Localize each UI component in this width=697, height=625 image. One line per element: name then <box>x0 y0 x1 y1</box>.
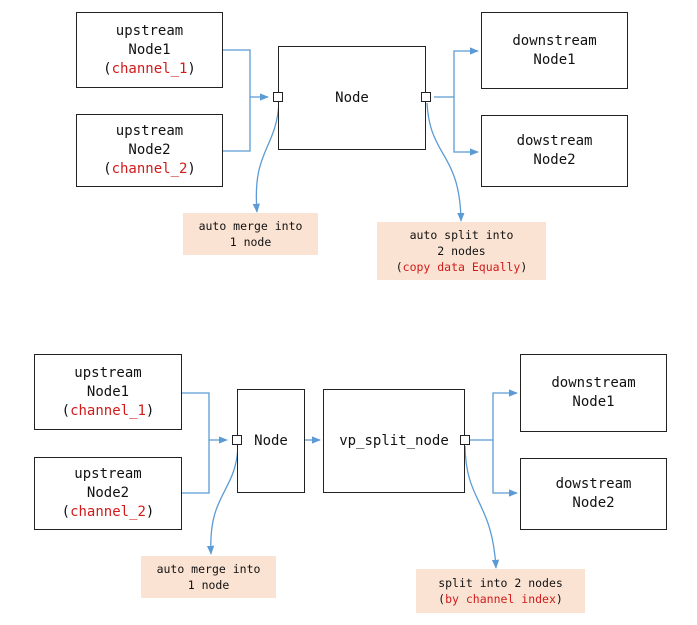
label-line2: Node1 <box>572 394 615 410</box>
label-line1: dowstream <box>555 476 632 492</box>
top-upstream-node1: upstream Node1 (channel_1) <box>76 12 223 88</box>
top-up2-link <box>222 97 251 152</box>
bottom-split-note: split into 2 nodes (by channel index) <box>416 569 585 613</box>
label-line1: downstream <box>512 32 597 49</box>
top-downstream-node2: dowstream Node2 <box>481 115 628 187</box>
top-node: Node <box>278 46 426 150</box>
note-line1: auto merge into <box>156 562 261 576</box>
top-node-output-port <box>421 92 431 102</box>
label-line2: Node1 <box>128 41 171 58</box>
label-line2: Node2 <box>572 495 615 511</box>
label-line2: Node2 <box>533 152 576 168</box>
top-split-note: auto split into 2 nodes (copy data Equal… <box>377 222 546 280</box>
node-label: Node <box>335 89 369 106</box>
bottom-node-input-port <box>232 435 242 445</box>
label-line1: upstream <box>74 364 142 381</box>
bottom-down2-link <box>492 440 518 497</box>
bottom-split-node-output-port <box>460 435 470 445</box>
top-upstream-node2: upstream Node2 (channel_2) <box>76 114 223 187</box>
top-down1-link <box>453 47 479 97</box>
label-line2: Node1 <box>533 51 576 68</box>
top-up1-link <box>222 49 251 97</box>
label-line2: Node2 <box>128 142 171 158</box>
top-split-curve <box>426 102 465 222</box>
note-detail: (by channel index) <box>438 592 563 606</box>
label-line2: Node2 <box>86 485 130 501</box>
channel-label: (channel_2) <box>103 161 196 177</box>
note-line2: 1 node <box>187 578 230 592</box>
label-line1: dowstream <box>516 133 593 149</box>
top-downstream-node1: downstream Node1 <box>481 12 628 89</box>
top-merge-curve <box>252 102 280 213</box>
label-line2: Node1 <box>86 383 130 400</box>
bottom-downstream-node1: downstream Node1 <box>520 354 667 432</box>
bottom-down1-link <box>492 389 518 440</box>
bottom-split-node: vp_split_node <box>323 389 465 493</box>
node-label: Node <box>254 432 288 449</box>
label-line1: upstream <box>115 22 184 39</box>
label-line1: upstream <box>74 466 142 482</box>
top-down2-link <box>453 97 479 156</box>
label-line1: downstream <box>551 375 636 391</box>
bottom-upstream-node1: upstream Node1 (channel_1) <box>34 354 182 430</box>
note-line1: split into 2 nodes <box>438 576 563 590</box>
note-line1: auto split into <box>409 228 514 242</box>
bottom-split-curve <box>464 445 500 569</box>
note-line2: 1 node <box>229 235 272 249</box>
node-label: vp_split_node <box>339 432 449 449</box>
label-line1: upstream <box>115 123 184 139</box>
bottom-upstream-node2: upstream Node2 (channel_2) <box>34 457 182 530</box>
bottom-up1-link <box>181 392 210 440</box>
top-node-input-port <box>273 92 283 102</box>
note-line1: auto merge into <box>198 219 303 233</box>
bottom-node: Node <box>237 389 305 493</box>
channel-label: (channel_1) <box>61 402 155 419</box>
top-merge-note: auto merge into 1 node <box>183 213 318 255</box>
channel-label: (channel_1) <box>103 60 196 77</box>
bottom-up2-link <box>181 440 210 494</box>
bottom-merge-note: auto merge into 1 node <box>141 556 276 598</box>
channel-label: (channel_2) <box>61 504 155 520</box>
note-line2: 2 nodes <box>437 244 486 258</box>
bottom-downstream-node2: dowstream Node2 <box>520 458 667 530</box>
bottom-merge-curve <box>206 445 239 555</box>
note-detail: (copy data Equally) <box>395 260 528 274</box>
